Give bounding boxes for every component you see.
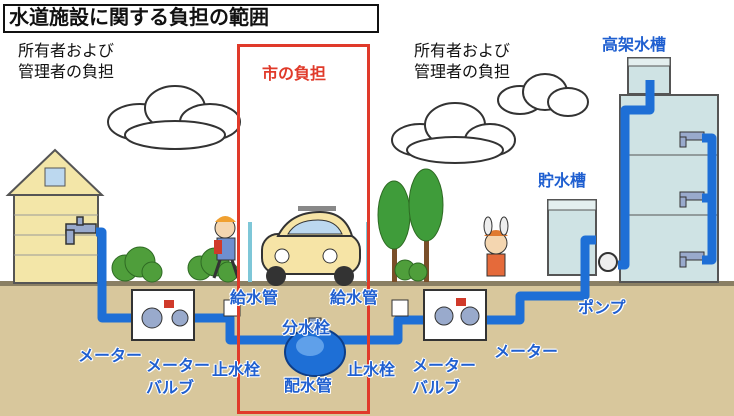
distribution-main-label: 配水管 — [284, 376, 333, 395]
pump-body — [598, 252, 618, 272]
cloud-right — [391, 102, 516, 164]
meter-valve-right-line2: バルブ — [412, 378, 461, 397]
meter-box-left — [131, 289, 195, 341]
stop-valve-box-left — [223, 299, 241, 317]
meter-left-label: メーター — [78, 346, 143, 365]
child-left — [212, 216, 240, 279]
meter-valve-left-line2: バルブ — [146, 378, 195, 397]
supply-pipe-right-label: 給水管 — [330, 288, 379, 307]
owner-right-line2: 管理者の負担 — [414, 62, 511, 81]
meter-box-right — [423, 289, 487, 341]
page-title: 水道施設に関する負担の範囲 — [9, 5, 269, 29]
building — [619, 57, 719, 283]
cloud-far-right — [497, 73, 589, 117]
house — [5, 148, 105, 284]
branch-valve-label: 分水栓 — [282, 318, 331, 337]
distribution-main-highlight — [296, 336, 324, 356]
bush-3 — [394, 259, 428, 282]
meter-valve-right-line1: メーター — [412, 356, 477, 375]
supply-pipe-left-label: 給水管 — [230, 288, 279, 307]
tree-1 — [377, 180, 411, 282]
car — [261, 206, 361, 286]
title-box — [3, 4, 379, 33]
child-right — [483, 216, 509, 277]
storage-tank-label: 貯水槽 — [538, 171, 587, 190]
stop-valve-box-right — [391, 299, 409, 317]
cloud-left — [107, 85, 241, 150]
owner-right-line1: 所有者および — [414, 41, 511, 60]
owner-left-line2: 管理者の負担 — [18, 62, 115, 81]
city-share-boundary — [237, 44, 370, 414]
pump-label: ポンプ — [578, 298, 626, 317]
elevated-tank-label: 高架水槽 — [602, 35, 667, 54]
stop-valve-right-label: 止水栓 — [347, 360, 396, 379]
city-share-label: 市の負担 — [262, 64, 327, 83]
branch-valve-body — [308, 317, 322, 333]
tree-2 — [408, 168, 444, 282]
stop-valve-left-label: 止水栓 — [212, 360, 261, 379]
meter-right-label: メーター — [494, 342, 559, 361]
owner-left-line1: 所有者および — [18, 41, 115, 60]
road-post-left — [248, 222, 252, 282]
meter-valve-left-line1: メーター — [146, 356, 211, 375]
bush-1 — [111, 246, 163, 283]
